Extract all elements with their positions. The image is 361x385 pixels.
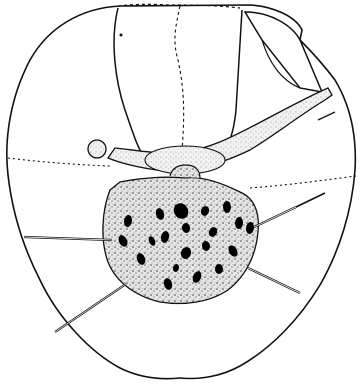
small-circle [88,140,106,158]
small-dot [120,34,123,37]
median-septum [175,6,184,150]
right-rootlet-lower-b [296,193,325,207]
upper-right-region [245,12,322,92]
right-rootlet-lower-inner [248,268,300,293]
left-rootlet-lower-inner [55,284,126,332]
right-tract-line-upper [318,112,335,120]
left-posterior-column [114,8,182,161]
